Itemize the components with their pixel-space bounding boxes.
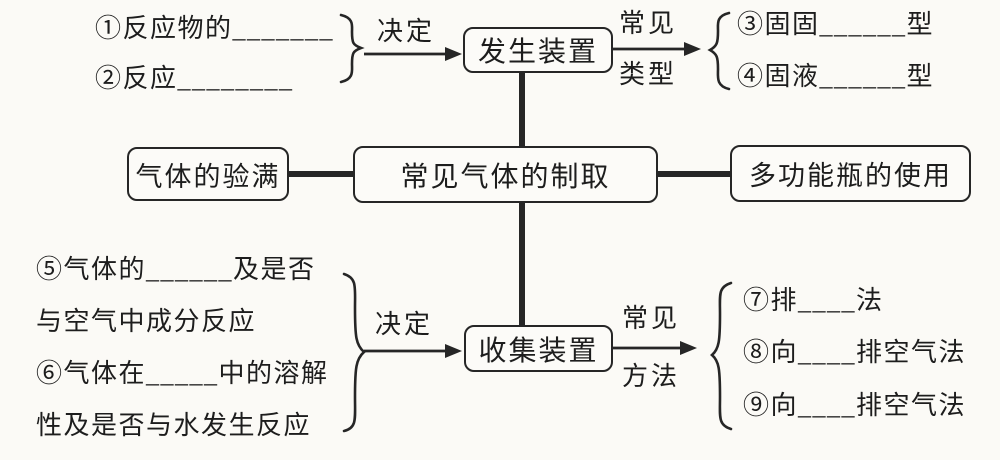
- gas-verification-node: 气体的验满: [127, 147, 289, 201]
- collection-factor-line-4: 性及是否与水发生反应: [36, 411, 312, 440]
- decides-label-top: 决定: [377, 17, 436, 46]
- method-item-7: ⑦排____法: [743, 286, 884, 315]
- reaction-factor-1: ①反应物的_______: [95, 14, 335, 43]
- types-arrow-head: [684, 42, 701, 56]
- bottom-left-brace-icon: [342, 272, 366, 433]
- collection-factor-line-1: ⑤气体的______及是否: [36, 255, 316, 284]
- collection-factor-line-3: ⑥气体在_____中的溶解: [36, 359, 329, 388]
- method-item-8: ⑧向____排空气法: [743, 338, 967, 367]
- collection-factor-line-2: 与空气中成分反应: [36, 307, 257, 336]
- type-item-4: ④固液______型: [737, 62, 935, 91]
- multifunction-bottle-node: 多功能瓶的使用: [730, 145, 971, 202]
- common-methods-label-top: 常见: [622, 304, 681, 333]
- top-left-brace-icon: [339, 13, 365, 84]
- decides-label-bottom: 决定: [375, 310, 434, 339]
- center-topic-node: 常见气体的制取: [353, 146, 658, 203]
- method-item-9: ⑨向____排空气法: [743, 391, 967, 420]
- type-item-3: ③固固______型: [737, 10, 935, 39]
- collection-device-node: 收集装置: [464, 325, 613, 372]
- generation-device-node: 发生装置: [463, 27, 613, 73]
- common-types-label-bottom: 类型: [619, 60, 678, 89]
- top-right-brace-icon: [707, 11, 731, 91]
- decides-arrow-top-head: [445, 47, 462, 61]
- methods-arrow-head: [680, 341, 697, 355]
- reaction-factor-2: ②反应________: [95, 64, 294, 93]
- common-types-label-top: 常见: [619, 9, 678, 38]
- bottom-right-brace-icon: [710, 281, 733, 431]
- common-methods-label-bottom: 方法: [622, 362, 681, 391]
- decides-arrow-bottom-head: [445, 344, 462, 358]
